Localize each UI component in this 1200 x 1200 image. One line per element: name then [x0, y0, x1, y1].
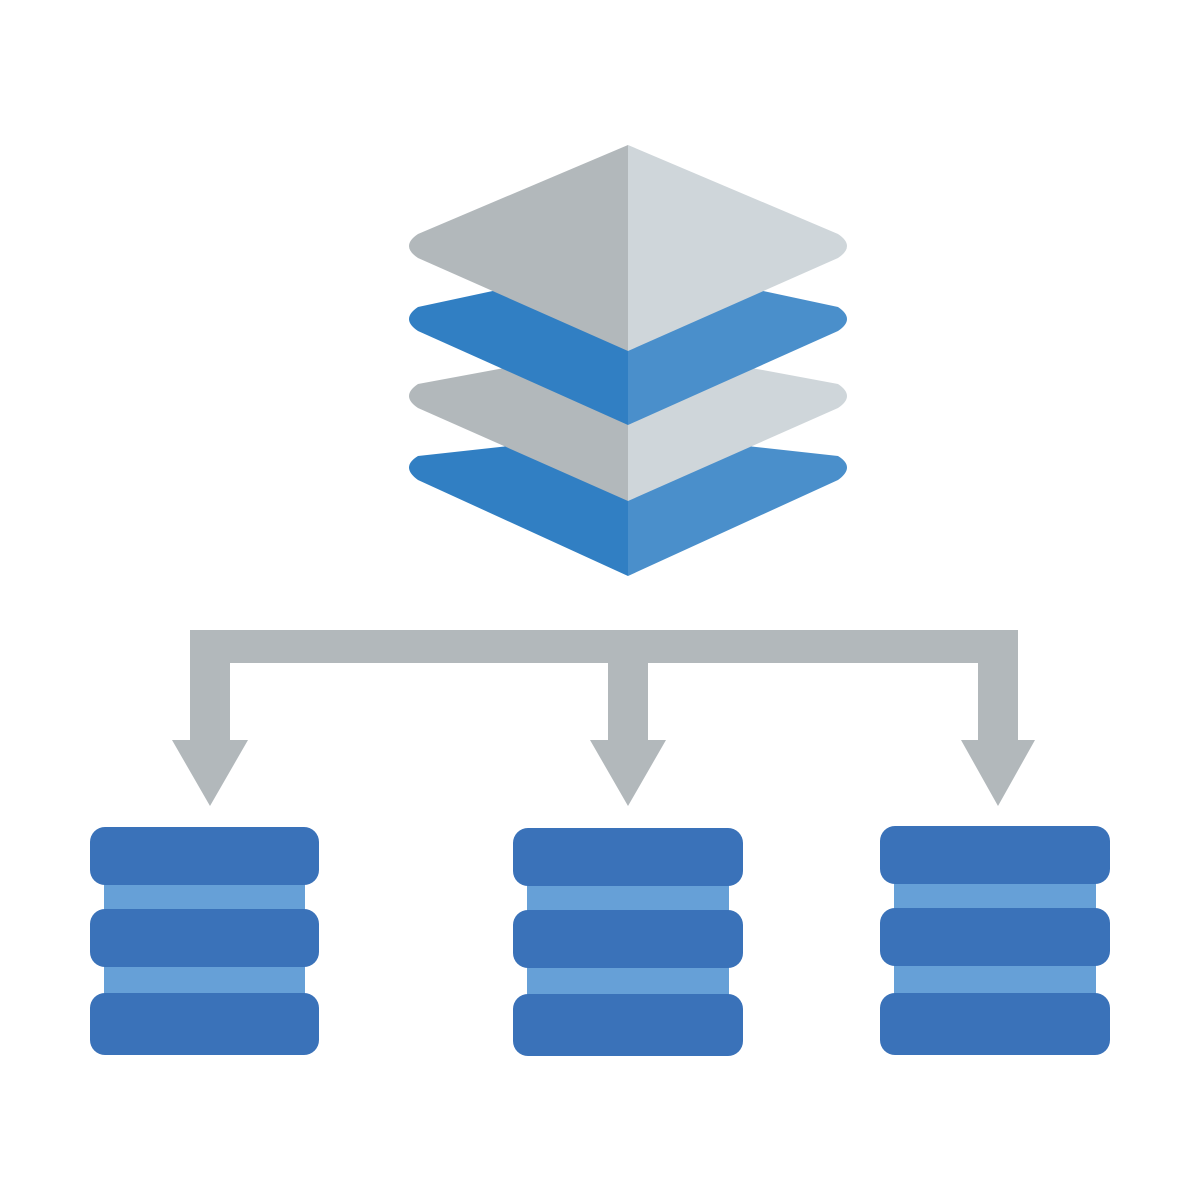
distribution-connector — [172, 630, 1035, 806]
database-icon-left — [90, 827, 319, 1055]
database-icon-right — [880, 826, 1110, 1055]
layered-stack-icon — [409, 145, 847, 576]
connector-tree — [172, 630, 1035, 806]
stack-layer-top-gray — [409, 145, 847, 351]
database-icon-center — [513, 828, 743, 1056]
